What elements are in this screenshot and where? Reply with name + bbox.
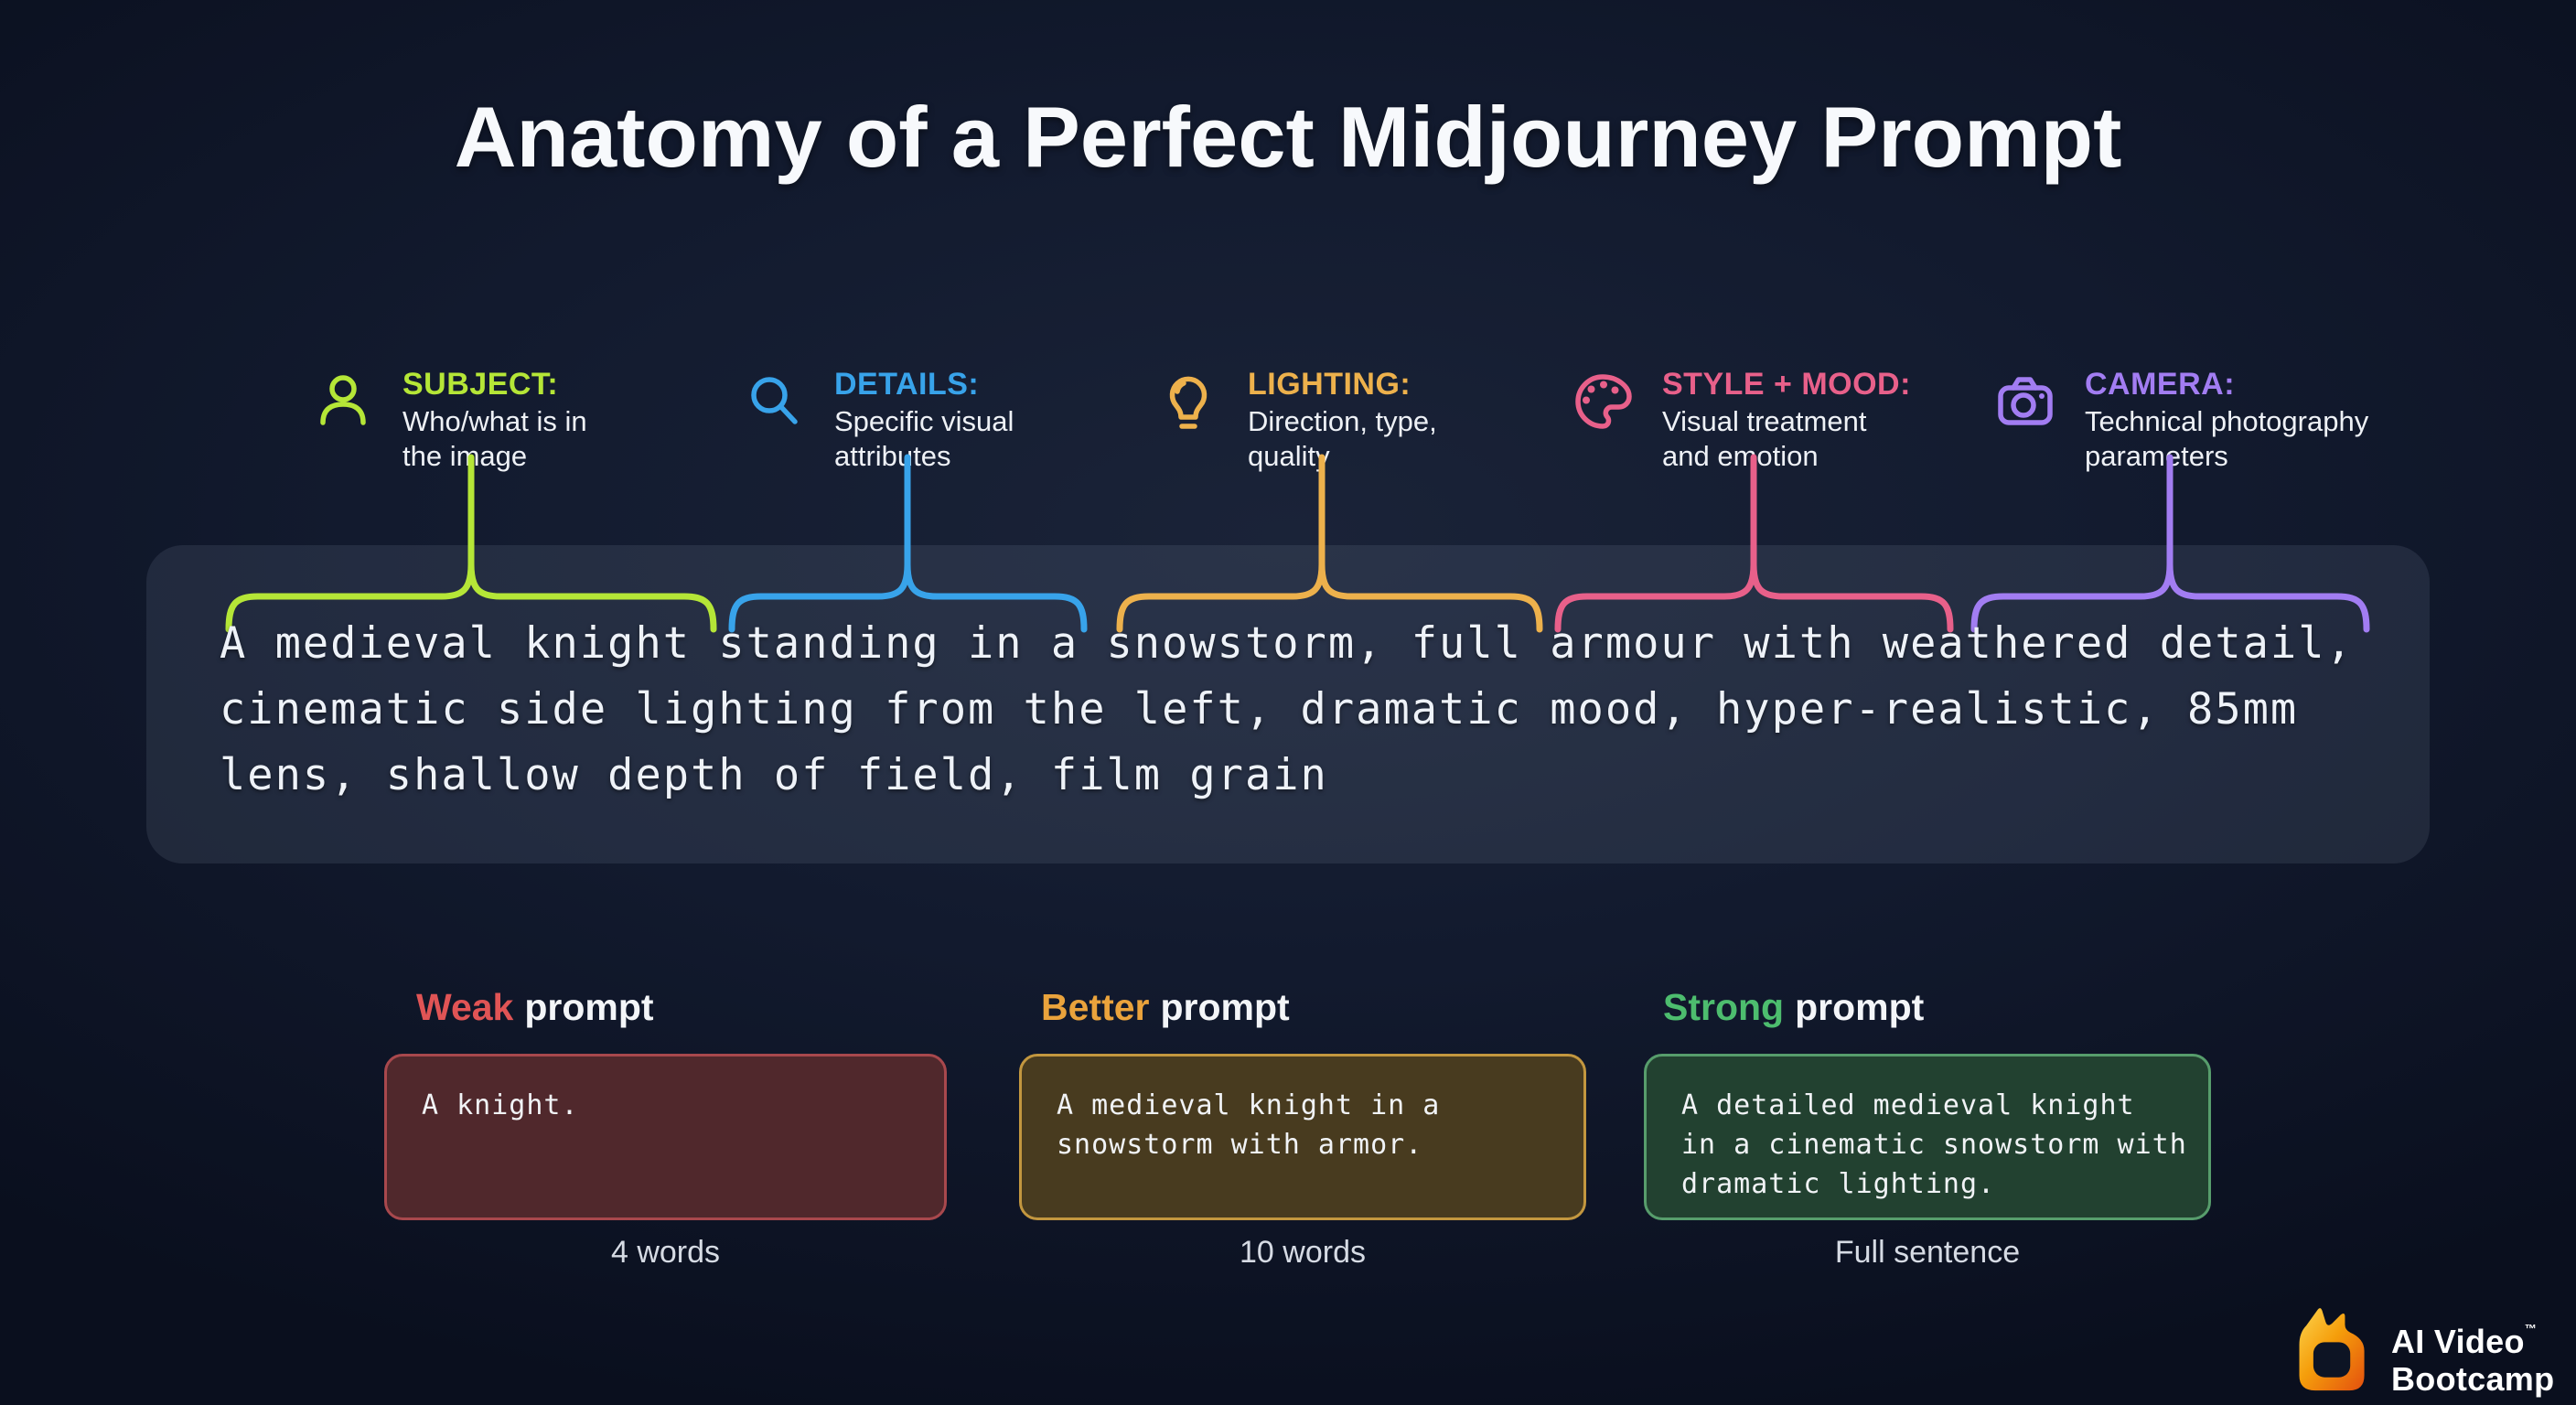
category-style-mood-label: STYLE + MOOD:	[1662, 367, 1911, 402]
lightbulb-icon	[1156, 370, 1220, 434]
strong-prompt-box: A detailed medieval knight in a cinemati…	[1644, 1054, 2211, 1220]
brand-line2: Bootcamp	[2391, 1360, 2555, 1398]
category-details-label: DETAILS:	[834, 367, 980, 402]
category-subject-description: Who/what is in the image	[402, 405, 587, 472]
category-lighting: LIGHTING: Direction, type, quality	[1156, 366, 1437, 474]
example-prompt-text: A medieval knight standing in a snowstor…	[220, 618, 2354, 800]
person-icon	[311, 370, 375, 434]
category-camera: CAMERA: Technical photography parameters	[1993, 366, 2368, 474]
category-lighting-description: Direction, type, quality	[1248, 405, 1437, 472]
category-camera-description: Technical photography parameters	[2085, 405, 2369, 472]
category-details: DETAILS: Specific visual attributes	[743, 366, 1014, 474]
palette-icon	[1571, 370, 1635, 434]
category-lighting-label: LIGHTING:	[1248, 367, 1411, 402]
weak-prompt-caption: 4 words	[610, 1235, 721, 1270]
camera-icon	[1993, 370, 2057, 434]
trademark-symbol: ™	[2524, 1322, 2537, 1335]
category-subject: SUBJECT: Who/what is in the image	[311, 366, 587, 474]
category-subject-label: SUBJECT:	[402, 367, 559, 402]
category-style-mood: STYLE + MOOD: Visual treatment and emoti…	[1571, 366, 1911, 474]
page-title: Anatomy of a Perfect Midjourney Prompt	[454, 89, 2122, 185]
weak-prompt-box: A knight.	[384, 1054, 947, 1220]
brand-name: AI Video™ Bootcamp	[2391, 1310, 2554, 1398]
strong-word: Strong	[1663, 986, 1785, 1028]
weak-word: Weak	[416, 986, 514, 1028]
better-prompt-box: A medieval knight in a snowstorm with ar…	[1019, 1054, 1586, 1220]
strong-suffix: prompt	[1795, 986, 1925, 1028]
weak-suffix: prompt	[524, 986, 654, 1028]
category-camera-label: CAMERA:	[2085, 367, 2236, 402]
category-details-description: Specific visual attributes	[834, 405, 1014, 472]
better-suffix: prompt	[1160, 986, 1290, 1028]
brand-logo: AI Video™ Bootcamp	[2289, 1304, 2554, 1398]
magnifier-icon	[743, 370, 807, 434]
category-style-mood-description: Visual treatment and emotion	[1662, 405, 1867, 472]
brand-line1: AI Video	[2391, 1323, 2525, 1360]
strong-prompt-caption: Full sentence	[1834, 1235, 2021, 1270]
flame-logo-icon	[2289, 1304, 2377, 1394]
better-word: Better	[1041, 986, 1150, 1028]
better-prompt-caption: 10 words	[1240, 1235, 1366, 1270]
